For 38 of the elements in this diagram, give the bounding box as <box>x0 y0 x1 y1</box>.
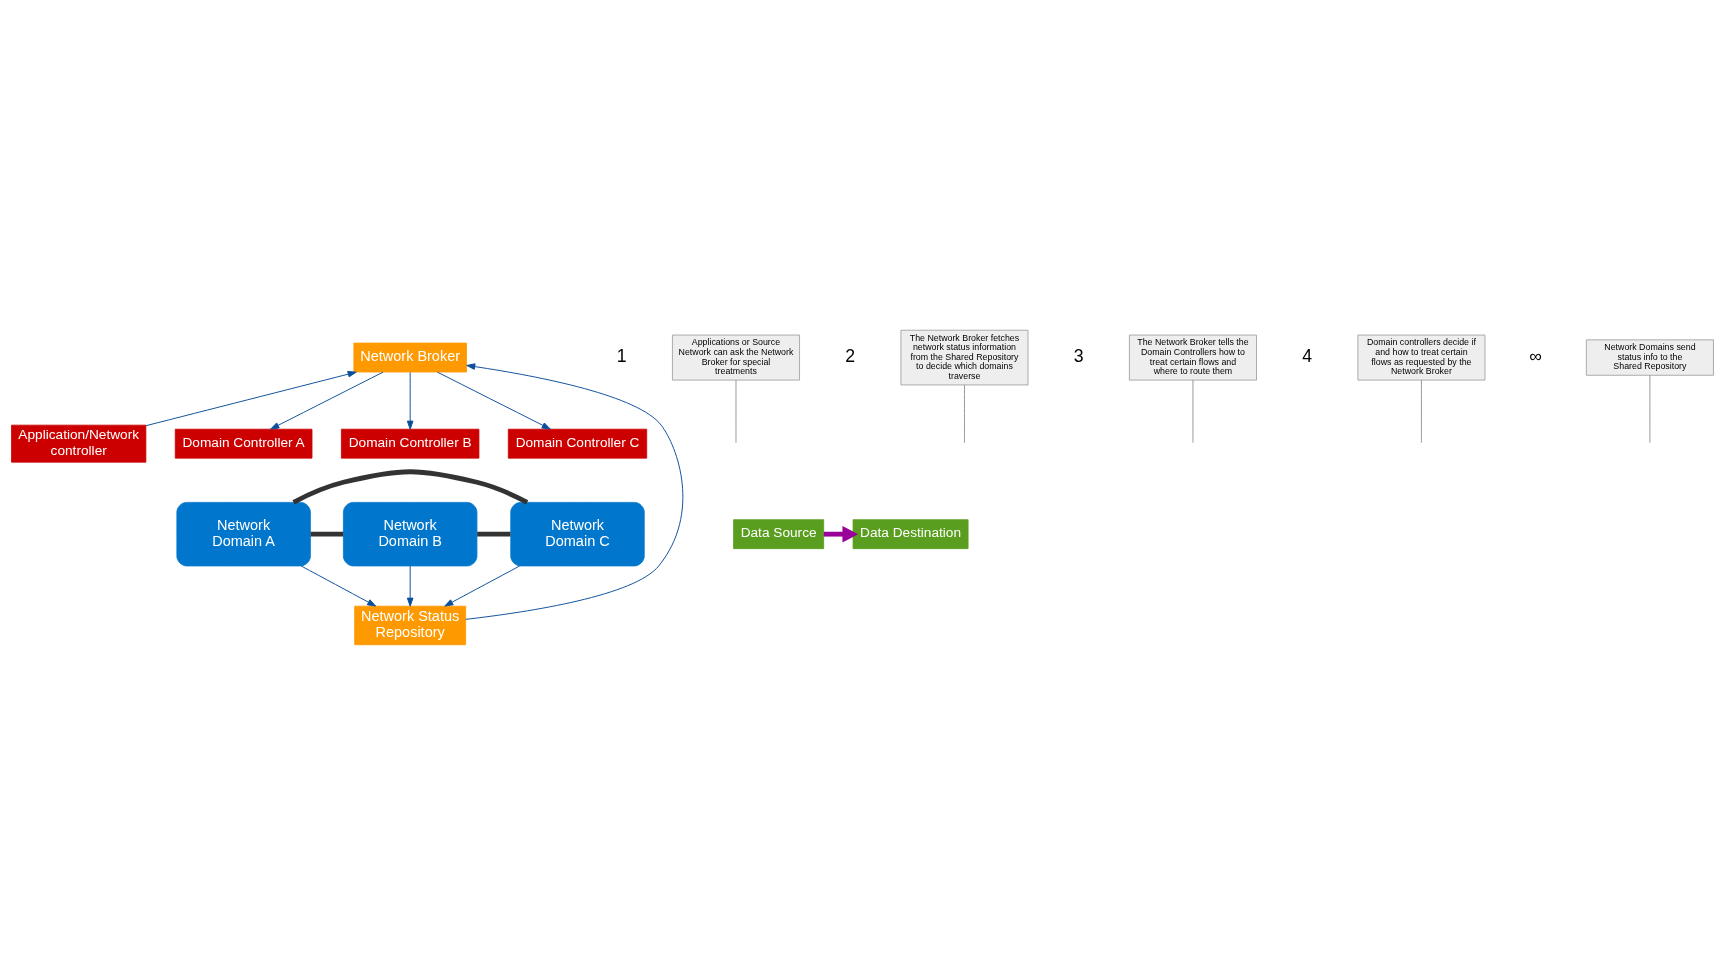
node-label: ∞ <box>1529 346 1542 367</box>
node-box: Data Destination <box>852 519 969 550</box>
node-box: Domain controllers decide if and how to treat certain flows as requested by the Network Broker <box>1357 334 1486 381</box>
node-box: The Network Broker tells the Domain Controllers how to treat certain flows and where to route them <box>1129 334 1257 381</box>
connector <box>292 469 529 505</box>
node-box: Network Domain C <box>510 502 645 567</box>
connector <box>477 531 511 537</box>
node-box: Network Status Repository <box>354 605 467 646</box>
node-box: Network Domain B <box>343 502 478 567</box>
node-label: 2 <box>845 346 856 367</box>
arrow <box>406 565 414 607</box>
node-box: Data Source <box>733 519 825 550</box>
arrow <box>406 371 414 430</box>
node-label: 1 <box>616 346 627 367</box>
arrow <box>444 565 521 607</box>
node-box: Domain Controller B <box>341 428 480 459</box>
connector <box>964 384 965 444</box>
node-box: Domain Controller A <box>174 428 313 459</box>
node-box: Applications or Source Network can ask the Network Broker for special treatments <box>672 334 800 381</box>
node-box: Domain Controller C <box>507 428 648 459</box>
connector <box>735 379 737 444</box>
node-label: 3 <box>1073 346 1084 367</box>
arrow <box>300 565 377 607</box>
node-box: The Network Broker fetches network status information from the Shared Repository to decide which domains traverse <box>900 329 1029 386</box>
arrow <box>145 370 357 427</box>
node-box: Network Domain A <box>176 502 311 567</box>
connector <box>310 531 344 537</box>
node-box: Network Broker <box>353 342 467 373</box>
connector <box>1192 379 1194 444</box>
connector <box>1421 379 1422 444</box>
node-box: Application/Network controller <box>11 424 147 463</box>
arrow <box>465 363 684 620</box>
arrow <box>436 371 551 430</box>
node-label: 4 <box>1302 346 1313 367</box>
connector <box>1649 375 1651 444</box>
arrow <box>270 371 384 430</box>
node-box: Network Domains send status info to the Shared Repository <box>1585 339 1714 376</box>
arrow <box>823 525 859 543</box>
